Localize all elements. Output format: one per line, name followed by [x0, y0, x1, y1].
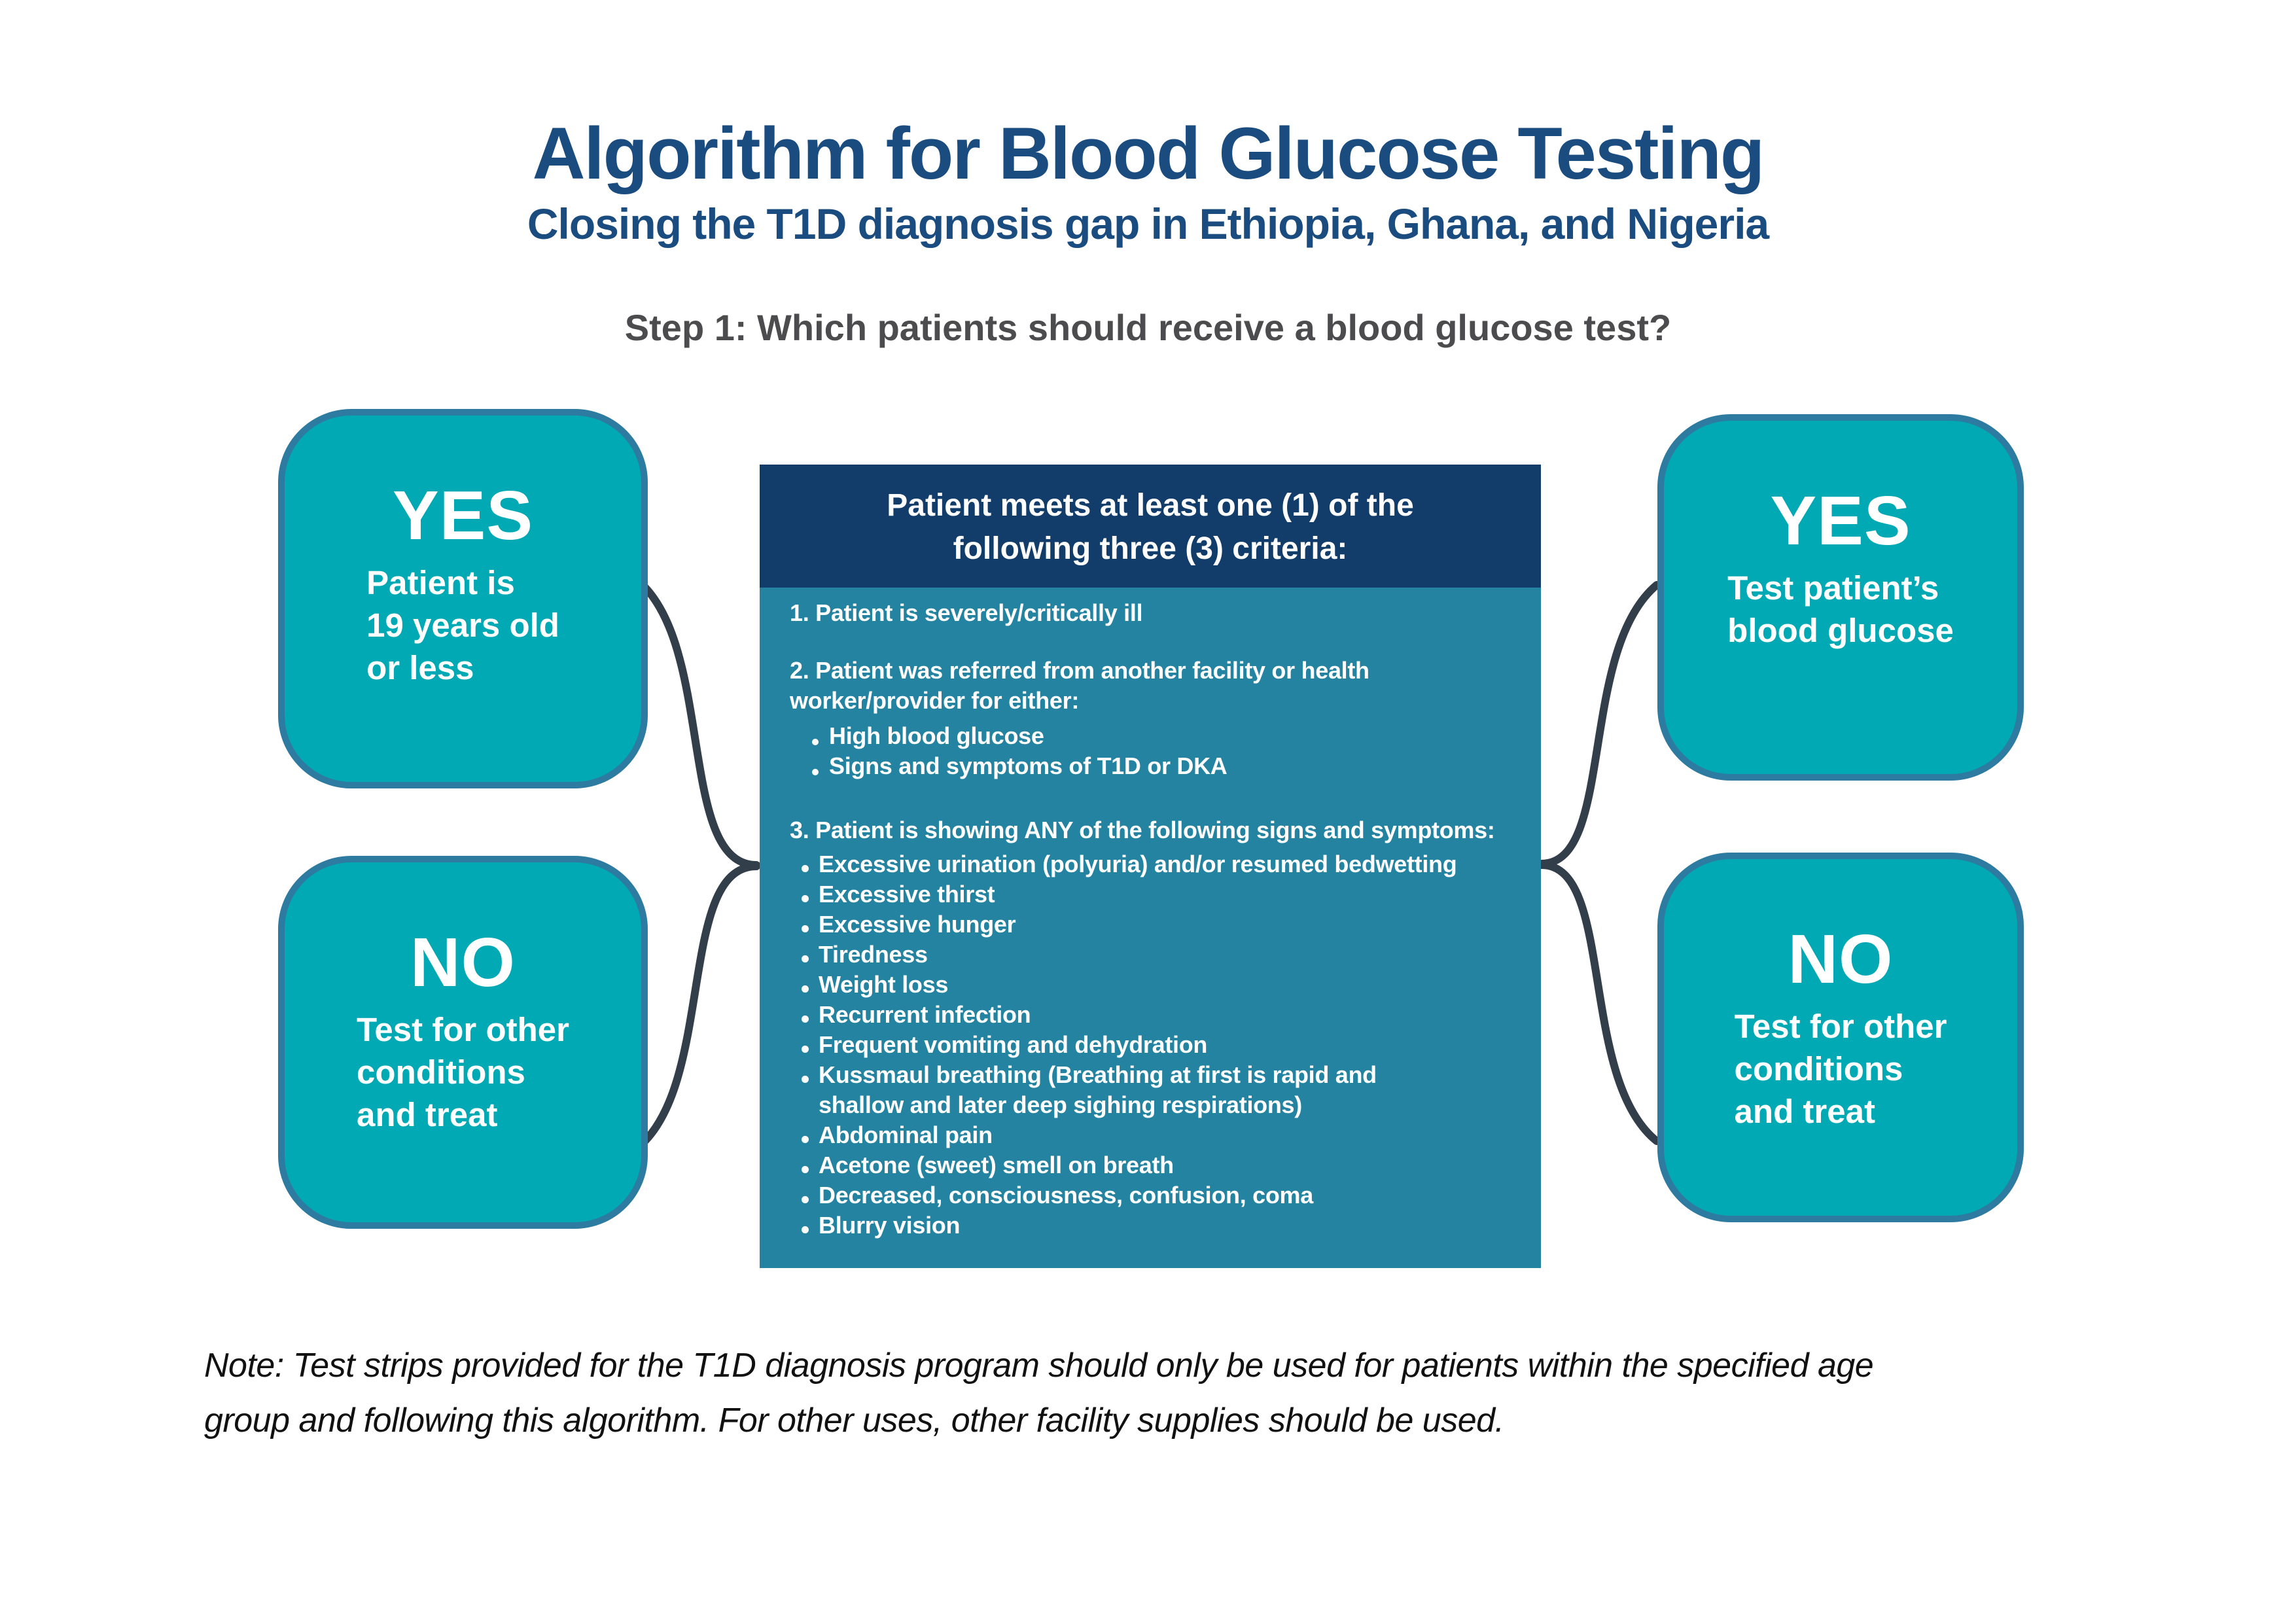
criteria-panel-header: Patient meets at least one (1) of the fo… [760, 465, 1541, 588]
connector-center-to-right-yes [1538, 581, 1661, 868]
page-title: Algorithm for Blood Glucose Testing [532, 113, 1765, 194]
list-item: Excessive thirst [795, 879, 1527, 909]
decision-text: Test for other conditions and treat [357, 1011, 569, 1133]
list-item: High blood glucose [807, 721, 1527, 751]
decision-label-yes: YES [392, 477, 534, 554]
decision-box-right-no: NO Test for other conditions and treat [1657, 853, 2024, 1222]
list-item: Abdominal pain [795, 1120, 1527, 1150]
criteria-item-3: 3. Patient is showing ANY of the followi… [790, 817, 1495, 843]
list-item: Excessive hunger [795, 909, 1527, 940]
decision-box-content: NO Test for other conditions and treat [1735, 859, 1947, 1133]
criteria-panel-body: 1. Patient is severely/critically ill 2.… [760, 588, 1541, 1268]
connector-left-yes-to-center [636, 578, 760, 869]
connector-center-to-right-no [1538, 861, 1661, 1145]
criteria-panel: Patient meets at least one (1) of the fo… [760, 465, 1541, 1268]
decision-box-content: YES Test patient’s blood glucose [1727, 421, 1954, 652]
decision-label-yes: YES [1770, 482, 1911, 559]
list-item: Decreased, consciousness, confusion, com… [795, 1180, 1527, 1210]
criteria-item-2: 2. Patient was referred from another fac… [790, 657, 1369, 714]
decision-box-content: NO Test for other conditions and treat [357, 862, 569, 1136]
connector-left-no-to-center [635, 862, 760, 1150]
list-item: Kussmaul breathing (Breathing at first i… [795, 1060, 1527, 1120]
decision-text: Test patient’s blood glucose [1727, 569, 1954, 649]
list-item: Excessive urination (polyuria) and/or re… [795, 849, 1527, 879]
decision-label-no: NO [1788, 921, 1894, 998]
criteria-item-1: 1. Patient is severely/critically ill [790, 599, 1143, 626]
list-item: Blurry vision [795, 1210, 1527, 1241]
signs-symptoms-list: Excessive urination (polyuria) and/or re… [790, 849, 1527, 1241]
decision-text: Patient is 19 years old or less [366, 564, 559, 686]
decision-box-right-yes: YES Test patient’s blood glucose [1657, 414, 2024, 781]
decision-text: Test for other conditions and treat [1734, 1008, 1947, 1130]
criteria-item-2-sublist: High blood glucose Signs and symptoms of… [790, 721, 1527, 781]
list-item: Tiredness [795, 940, 1527, 970]
decision-box-content: YES Patient is 19 years old or less [366, 415, 559, 689]
step-heading: Step 1: Which patients should receive a … [624, 307, 1672, 348]
list-item: Acetone (sweet) smell on breath [795, 1150, 1527, 1180]
list-item: Weight loss [795, 970, 1527, 1000]
decision-box-left-yes: YES Patient is 19 years old or less [278, 409, 648, 788]
footnote: Note: Test strips provided for the T1D d… [204, 1347, 1874, 1439]
list-item: Signs and symptoms of T1D or DKA [807, 751, 1527, 781]
page-subtitle: Closing the T1D diagnosis gap in Ethiopi… [527, 200, 1769, 248]
list-item: Frequent vomiting and dehydration [795, 1030, 1527, 1060]
decision-box-left-no: NO Test for other conditions and treat [278, 856, 648, 1229]
decision-label-no: NO [410, 924, 516, 1001]
list-item: Recurrent infection [795, 1000, 1527, 1030]
